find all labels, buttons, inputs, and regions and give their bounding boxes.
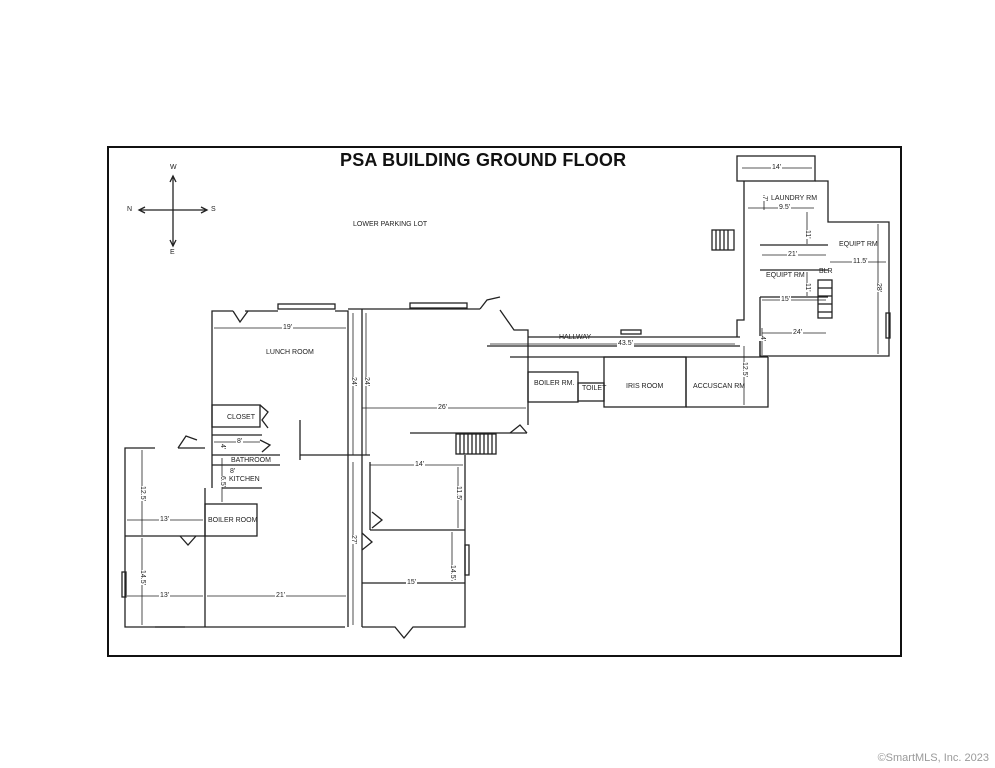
compass-south-label: S: [211, 206, 216, 213]
bathroom-label: BATHROOM: [231, 457, 271, 464]
dim-11-5-b: 11.5': [852, 258, 869, 265]
dim-15-b: 15': [780, 296, 792, 303]
dim-43-5: 43.5': [617, 340, 634, 347]
boiler-rm-label: BOILER RM.: [534, 380, 575, 387]
closet-label: CLOSET: [227, 414, 256, 421]
dim-12-5-b: 12.5': [741, 362, 748, 377]
dim-14-5-b: 14.5': [449, 565, 456, 580]
blr-label: BLR: [819, 268, 833, 275]
dim-21-b: 21': [787, 251, 799, 258]
dim-26: 26': [437, 404, 449, 411]
dimension-lines: [127, 167, 886, 625]
dim-19: 19': [282, 324, 294, 331]
dim-6-5: 6.5': [219, 476, 226, 488]
dim-11-5-a: 11.5': [455, 486, 462, 501]
dim-8: 8': [236, 438, 244, 445]
page-title: PSA BUILDING GROUND FLOOR: [340, 150, 627, 170]
lunch-room-label: LUNCH ROOM: [266, 349, 314, 356]
dim-28: 28': [875, 283, 882, 293]
drawing-frame: [107, 146, 902, 657]
dim-21-a: 21': [275, 592, 287, 599]
dim-9-5: 9.5': [778, 204, 792, 211]
dim-11-b: 11': [804, 283, 811, 292]
dim-12-5: 12.5': [139, 486, 146, 501]
boiler-room-label: BOILER ROOM: [208, 517, 258, 524]
copyright-watermark: ©SmartMLS, Inc. 2023: [877, 752, 989, 764]
dim-27: 27': [350, 535, 357, 545]
dim-8-kitchen: 8': [229, 468, 237, 475]
dim-24-b: 24': [363, 377, 370, 387]
equipt-rm-right-label: EQUIPT RM: [839, 241, 878, 248]
dim-7: 7': [761, 196, 768, 202]
dim-24-a: 24': [350, 377, 357, 387]
lower-parking-lot-label: LOWER PARKING LOT: [353, 221, 428, 228]
accuscan-rm-label: ACCUSCAN RM: [693, 383, 746, 390]
dim-13-b: 13': [159, 592, 171, 599]
dim-24-c: 24': [792, 329, 804, 336]
dim-4: 4': [219, 444, 226, 450]
dim-14-5-a: 14.5': [139, 570, 146, 585]
dim-14-b: 14': [771, 164, 783, 171]
toilet-label: TOILET: [582, 385, 607, 392]
compass-west-label: W: [170, 164, 177, 171]
dim-15-a: 15': [406, 579, 418, 586]
hallway-label: HALLWAY: [559, 334, 592, 341]
dim-4-b: 4': [759, 336, 766, 342]
equipt-rm-mid-label: EQUIPT RM: [766, 272, 805, 279]
dim-13-a: 13': [159, 516, 171, 523]
laundry-rm-label: LAUNDRY RM: [771, 195, 818, 202]
dim-14-a: 14': [414, 461, 426, 468]
walls: [121, 155, 891, 640]
dim-11-a: 11': [804, 230, 811, 239]
iris-room-label: IRIS ROOM: [626, 383, 664, 390]
compass-north-label: N: [127, 206, 133, 213]
compass-east-label: E: [170, 249, 175, 256]
kitchen-label: KITCHEN: [229, 476, 260, 483]
